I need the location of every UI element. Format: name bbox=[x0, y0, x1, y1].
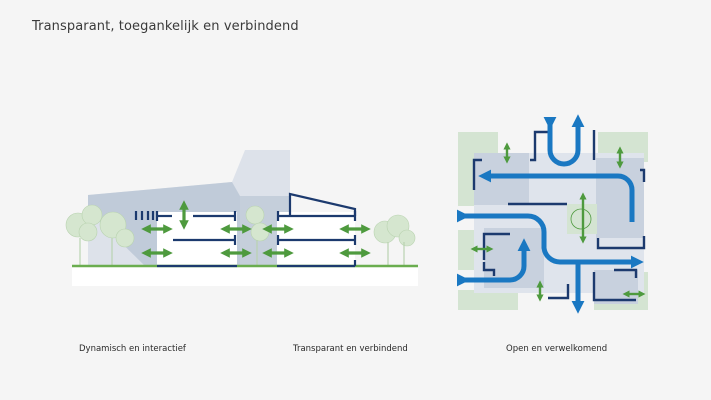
page-title: Transparant, toegankelijk en verbindend bbox=[32, 19, 299, 34]
floor-structure bbox=[134, 192, 357, 268]
ground-base bbox=[72, 266, 418, 286]
tree-icon bbox=[65, 204, 416, 248]
tree-trunks bbox=[79, 238, 405, 266]
interaction-arrows bbox=[141, 200, 371, 258]
floor-plan-diagram bbox=[456, 114, 648, 314]
caption-transparant: Transparant en verbindend bbox=[293, 344, 408, 354]
caption-dynamisch: Dynamisch en interactief bbox=[79, 344, 186, 354]
caption-open: Open en verwelkomend bbox=[506, 344, 608, 354]
